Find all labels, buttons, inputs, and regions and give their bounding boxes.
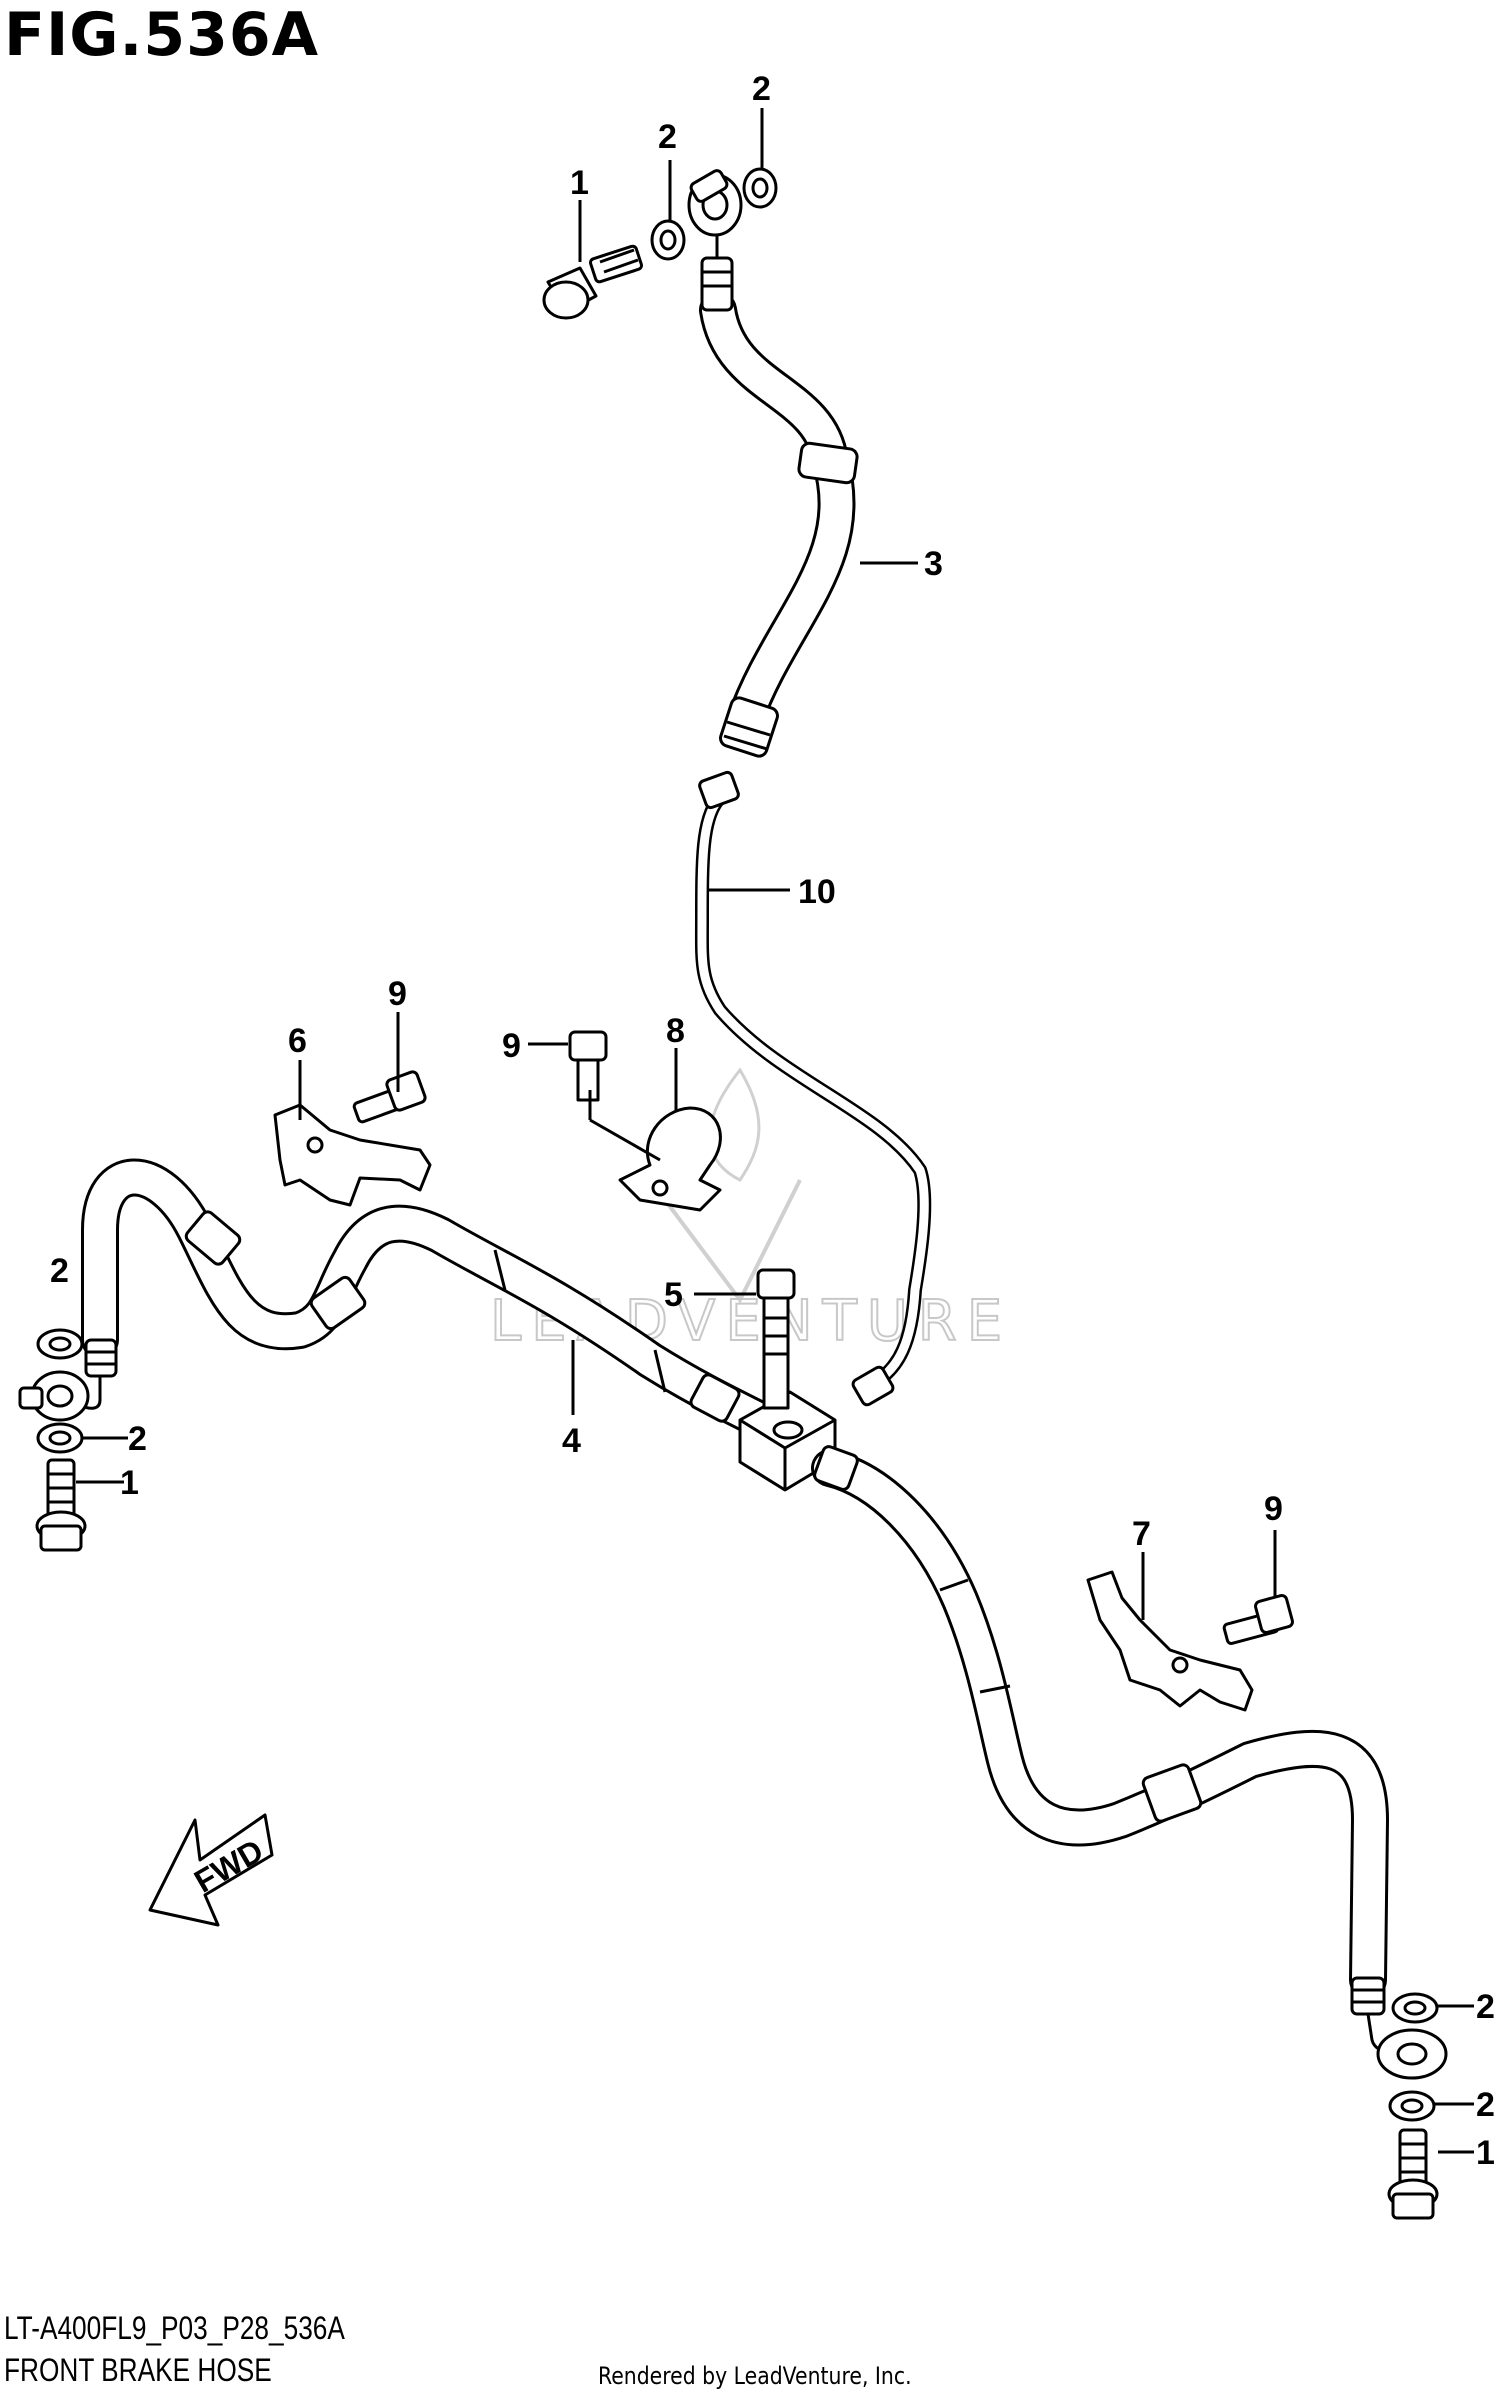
callout-9-a: 9 (388, 975, 407, 1013)
callout-2-top-a: 2 (658, 118, 677, 156)
callout-6: 6 (288, 1022, 307, 1060)
left-brake-hose (81, 1158, 779, 1439)
callout-1-top: 1 (570, 164, 589, 202)
upper-brake-hose (699, 225, 859, 758)
callout-2-right-a: 2 (1476, 1988, 1495, 2026)
callout-2-left-b: 2 (128, 1420, 147, 1458)
callout-4: 4 (562, 1422, 581, 1460)
washer-top-b (742, 167, 778, 209)
callout-2-top-b: 2 (752, 70, 771, 108)
fwd-arrow: FWD (148, 1813, 274, 1927)
brake-pipe (694, 770, 932, 1407)
bracket-7 (1086, 1570, 1254, 1712)
leader-lines (76, 108, 1474, 2154)
figure-title: FIG.536A (4, 0, 320, 70)
callout-1-left: 1 (120, 1464, 139, 1502)
figure-code: LT-A400FL9_P03_P28_536A (4, 2310, 345, 2346)
callout-7: 7 (1132, 1515, 1151, 1553)
junction-bolt (756, 1268, 796, 1410)
left-banjo-fitting (18, 1370, 102, 1422)
bracket-6 (273, 1103, 432, 1207)
callout-8: 8 (666, 1012, 685, 1050)
bolt-9-c (1222, 1594, 1294, 1645)
callouts: 1 2 2 3 10 9 6 9 8 2 5 4 2 1 7 9 2 2 1 (50, 70, 1495, 2172)
callout-10: 10 (798, 873, 836, 911)
banjo-bolt-left (35, 1458, 87, 1552)
bolt-9-b (568, 1030, 608, 1102)
figure-name: FRONT BRAKE HOSE (4, 2352, 272, 2388)
callout-9-b: 9 (502, 1027, 521, 1065)
washer-right-b (1388, 2090, 1436, 2122)
clamp-8 (618, 1106, 722, 1212)
right-banjo-fitting (1366, 2013, 1448, 2080)
banjo-bolt-top (542, 244, 643, 320)
banjo-bolt-right (1387, 2128, 1439, 2220)
upper-banjo-fitting (687, 169, 743, 237)
washer-left-a (36, 1328, 84, 1360)
washer-left-b (36, 1422, 84, 1454)
callout-9-c: 9 (1264, 1490, 1283, 1528)
washer-right-a (1391, 1992, 1439, 2024)
render-credit: Rendered by LeadVenture, Inc. (598, 2362, 912, 2390)
bolt-9-a (352, 1070, 427, 1124)
callout-2-left-a: 2 (50, 1252, 69, 1290)
callout-3: 3 (924, 545, 943, 583)
callout-2-right-b: 2 (1476, 2086, 1495, 2124)
washer-top-a (650, 219, 686, 261)
callout-1-right: 1 (1476, 2134, 1495, 2172)
right-brake-hose (811, 1445, 1389, 2016)
callout-5: 5 (664, 1276, 683, 1314)
